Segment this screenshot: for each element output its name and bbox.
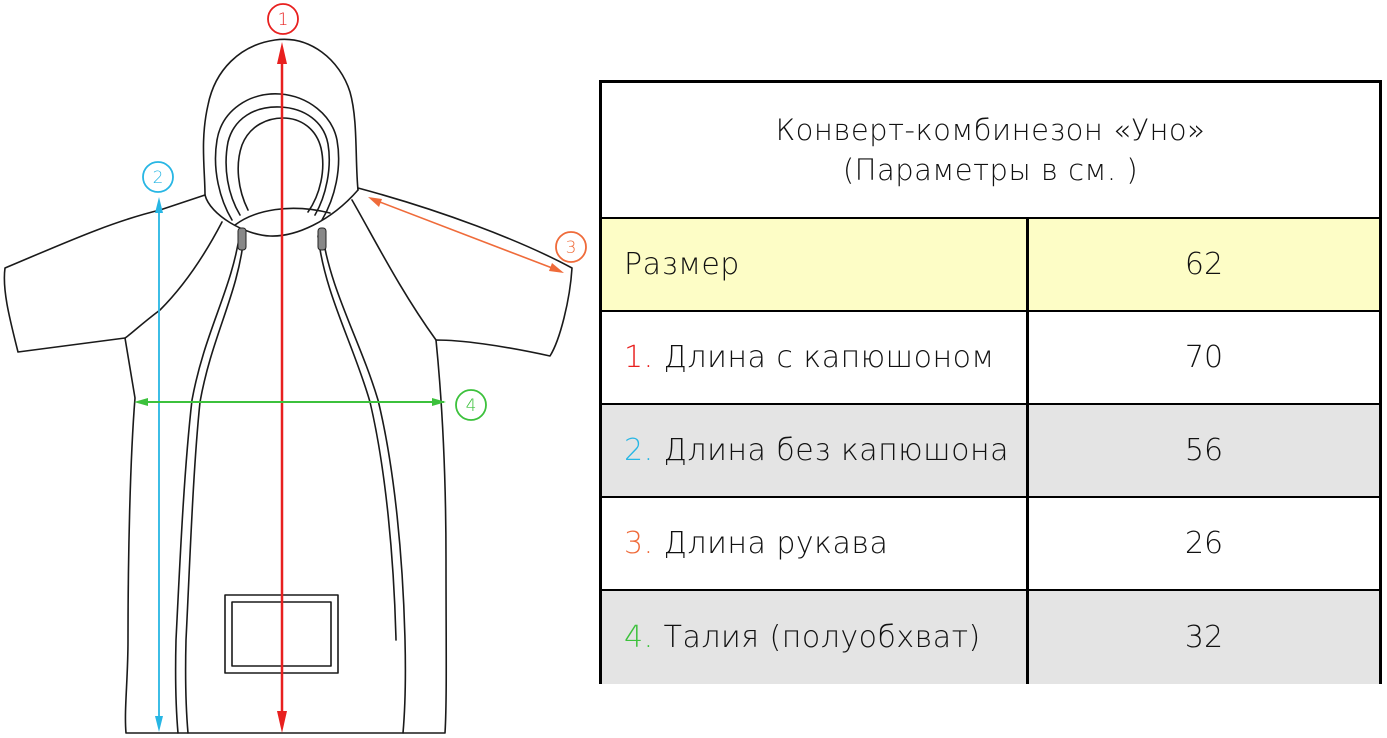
- row-label-text: Размер: [624, 247, 740, 282]
- table-title: Конверт-комбинезон «Уно» (Параметры в см…: [602, 83, 1379, 219]
- hood-collar: [204, 189, 359, 237]
- marker-4-label: 4: [466, 396, 477, 416]
- left-zipper: [174, 231, 241, 734]
- marker-2-label: 2: [153, 168, 164, 188]
- table-row: 3. Длина рукава 26: [602, 498, 1379, 591]
- table-row: 2. Длина без капюшона 56: [602, 405, 1379, 498]
- row-number: 1.: [624, 340, 654, 375]
- row-label: 4. Талия (полуобхват): [602, 591, 1029, 684]
- left-zipper-pull: [237, 227, 247, 251]
- right-sleeve-seam: [351, 199, 437, 341]
- table-title-line1: Конверт-комбинезон «Уно»: [775, 113, 1206, 147]
- measure-3-arrow-a: [368, 197, 382, 207]
- face-opening: [237, 117, 324, 213]
- row-label-text: Длина без капюшона: [663, 433, 1009, 468]
- marker-3-circle: [555, 231, 587, 263]
- table-row: 4. Талия (полуобхват) 32: [602, 591, 1379, 684]
- row-label: Размер: [602, 219, 1029, 310]
- measure-1-arrow-bottom: [277, 711, 287, 733]
- marker-3-label: 3: [566, 238, 577, 258]
- row-label: 3. Длина рукава: [602, 498, 1029, 589]
- left-zipper-2: [184, 235, 245, 734]
- measure-4-arrow-right: [432, 398, 446, 406]
- garment-diagram: 1 2 3 4: [3, 3, 587, 734]
- row-label-text: Талия (полуобхват): [663, 620, 981, 655]
- row-number: 3.: [624, 526, 654, 561]
- marker-1-circle: [267, 3, 299, 35]
- row-number: 2.: [624, 433, 654, 468]
- measure-2-arrow-top: [155, 197, 163, 213]
- measure-4-arrow-left: [134, 398, 148, 406]
- row-value: 62: [1184, 247, 1224, 282]
- garment-outline: [3, 187, 573, 734]
- row-label-text: Длина рукава: [663, 526, 889, 561]
- hood-inner-rim: [214, 93, 340, 221]
- row-label-text: Длина с капюшоном: [663, 340, 995, 375]
- table-row: Размер 62: [602, 219, 1379, 312]
- size-table: Конверт-комбинезон «Уно» (Параметры в см…: [599, 80, 1382, 684]
- measure-line-3: [371, 198, 561, 272]
- left-sleeve-seam: [124, 221, 223, 339]
- table-row: 1. Длина с капюшоном 70: [602, 312, 1379, 405]
- hood-outline: [202, 38, 359, 196]
- marker-1-label: 1: [278, 10, 289, 30]
- measure-2-arrow-bottom: [155, 716, 163, 732]
- hood-inner-rim2: [225, 106, 331, 216]
- right-zipper-pull: [317, 227, 327, 251]
- right-zipper-2: [317, 235, 397, 641]
- row-value: 70: [1184, 340, 1224, 375]
- measure-3-arrow-b: [549, 263, 564, 273]
- marker-2-circle: [142, 161, 174, 193]
- right-zipper: [321, 231, 407, 734]
- row-value: 56: [1184, 433, 1224, 468]
- row-value: 26: [1184, 526, 1224, 561]
- table-title-line2: (Параметры в см. ): [842, 153, 1139, 187]
- measure-1-arrow-top: [277, 42, 287, 64]
- row-label: 2. Длина без капюшона: [602, 405, 1029, 496]
- row-number: 4.: [624, 620, 654, 655]
- row-label: 1. Длина с капюшоном: [602, 312, 1029, 403]
- row-value: 32: [1184, 620, 1224, 655]
- marker-4-circle: [455, 389, 487, 421]
